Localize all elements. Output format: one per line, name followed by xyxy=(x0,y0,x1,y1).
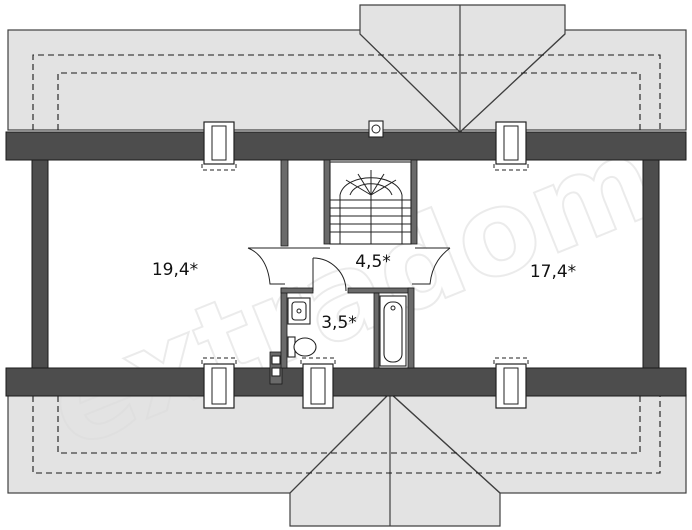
roof-bottom xyxy=(7,392,687,527)
wall-bath-top-left xyxy=(280,287,314,294)
staircase xyxy=(329,161,412,245)
bathtub xyxy=(379,295,407,367)
roof-top xyxy=(7,4,687,133)
dormer-bottom-valley-right xyxy=(389,392,501,494)
roof-top-slope xyxy=(7,29,687,131)
room-area-hall: 4,5* xyxy=(355,252,391,272)
wall-tub-partition xyxy=(373,292,380,369)
room-area-right: 17,4* xyxy=(530,262,576,282)
dormer-valley-left xyxy=(359,33,461,133)
toilet xyxy=(287,336,317,358)
hall-knee-wall-right xyxy=(412,247,451,285)
bathroom-door xyxy=(312,257,347,292)
wall-left-partition-upper xyxy=(280,159,289,247)
hall-knee-wall-left xyxy=(247,247,285,285)
window-bottom-right xyxy=(493,357,529,409)
wall-bath-top-right xyxy=(347,287,414,294)
dormer-valley-right xyxy=(459,33,566,133)
window-bottom-left xyxy=(201,357,237,409)
wall-left-knee xyxy=(31,159,49,369)
eave-outer-bottom xyxy=(32,396,661,474)
room-area-left: 19,4* xyxy=(152,260,198,280)
window-top-right xyxy=(493,121,529,171)
wall-bath-left xyxy=(280,287,288,369)
sink xyxy=(287,297,311,325)
wall-bottom xyxy=(5,367,687,397)
chimney-vent-bottom xyxy=(269,351,283,385)
wall-stair-right xyxy=(410,159,418,245)
wall-bath-right xyxy=(407,287,415,369)
window-bottom-center xyxy=(300,357,336,409)
room-area-bathroom: 3,5* xyxy=(321,313,357,333)
wall-stair-left xyxy=(323,159,331,245)
wall-top xyxy=(5,131,687,161)
dormer-bottom-valley-left xyxy=(289,392,391,494)
window-top-left xyxy=(201,121,237,171)
chimney-vent-top xyxy=(368,120,384,138)
wall-right-knee xyxy=(642,159,660,369)
